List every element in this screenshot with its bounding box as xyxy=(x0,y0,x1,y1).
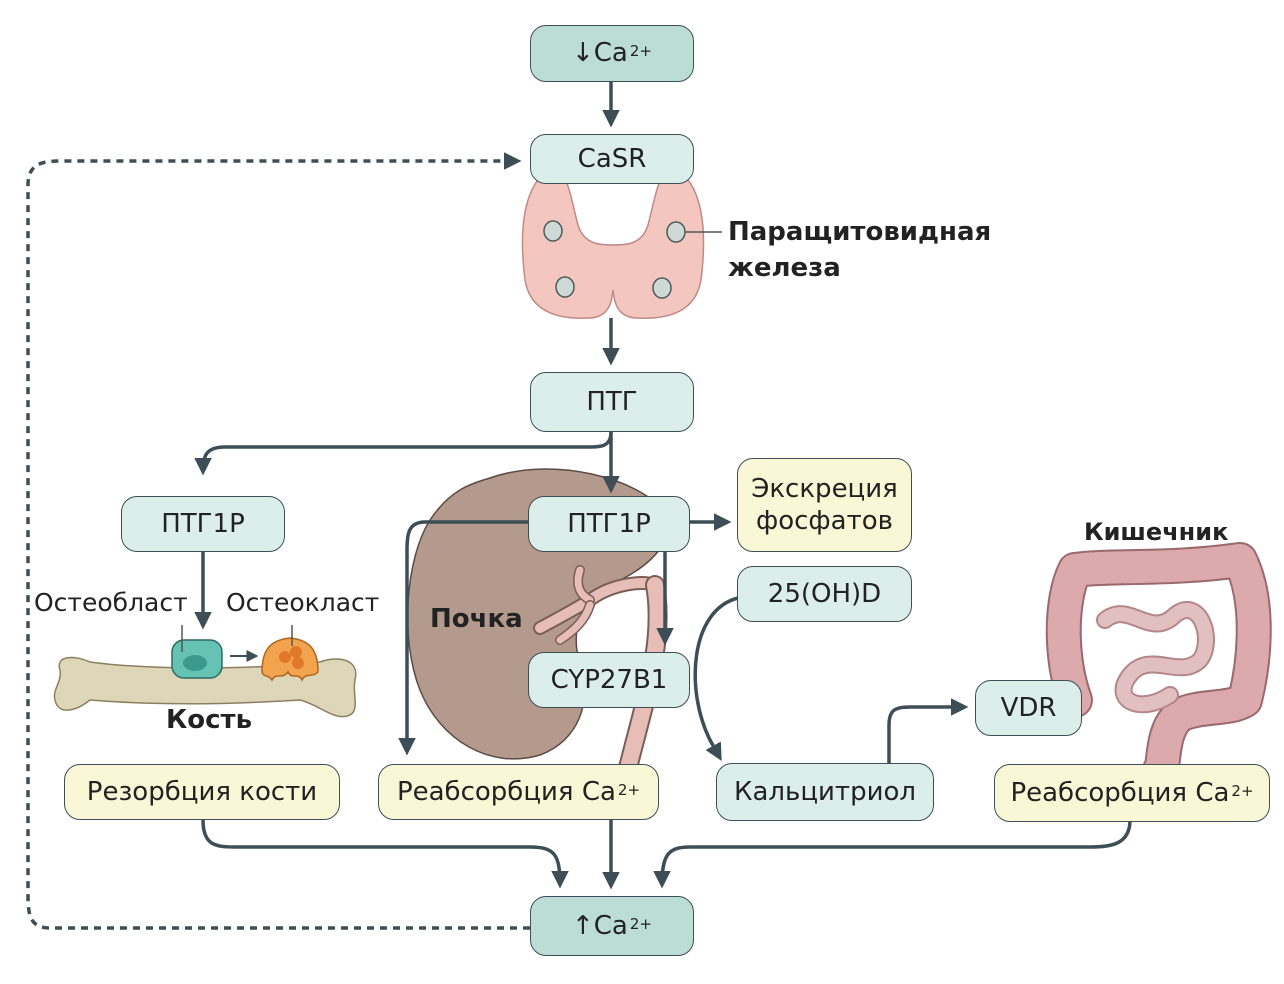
arrow-ptg1r-to-kidney-reabsorption xyxy=(398,520,528,756)
label-bone: Кость xyxy=(166,705,253,735)
parathyroid-illustration xyxy=(521,167,722,319)
node-casr: CaSR xyxy=(530,134,694,184)
node-cyp27b1: CYP27B1 xyxy=(528,652,690,708)
label-osteoclast: Остеокласт xyxy=(226,588,380,617)
label-kidney: Почка xyxy=(430,604,523,634)
label-intestine: Кишечник xyxy=(1084,518,1229,546)
node-ptg1r-bone: ПТГ1Р xyxy=(121,496,285,552)
node-25ohd: 25(OH)D xyxy=(737,566,912,622)
down-arrow-icon: ↓ xyxy=(571,38,594,69)
arrow-bone-resorption-to-ca xyxy=(201,819,569,889)
node-ptg1r-kidney: ПТГ1Р xyxy=(528,496,690,552)
arrow-ohd-to-calcitriol xyxy=(693,596,739,762)
label-parathyroid: Паращитовидная железа xyxy=(728,217,992,283)
up-arrow-icon: ↑ xyxy=(571,910,594,941)
connector-arrows xyxy=(26,82,1132,930)
arrow-ptg-to-ptg1r-bone xyxy=(194,431,613,476)
label-osteoblast: Остеобласт xyxy=(34,588,188,617)
arrow-calcitriol-to-vdr xyxy=(887,698,969,763)
intestine-illustration xyxy=(1045,542,1272,788)
node-phosphate-excretion: Экскреция фосфатов xyxy=(737,458,912,552)
node-bone-resorption: Резорбция кости xyxy=(64,764,340,820)
node-ptg: ПТГ xyxy=(530,372,694,432)
node-vdr: VDR xyxy=(975,680,1082,736)
arrow-intestine-reabsorption-to-ca xyxy=(653,819,1132,889)
node-calcitriol: Кальцитриол xyxy=(716,763,934,821)
bone-illustration xyxy=(53,625,357,718)
